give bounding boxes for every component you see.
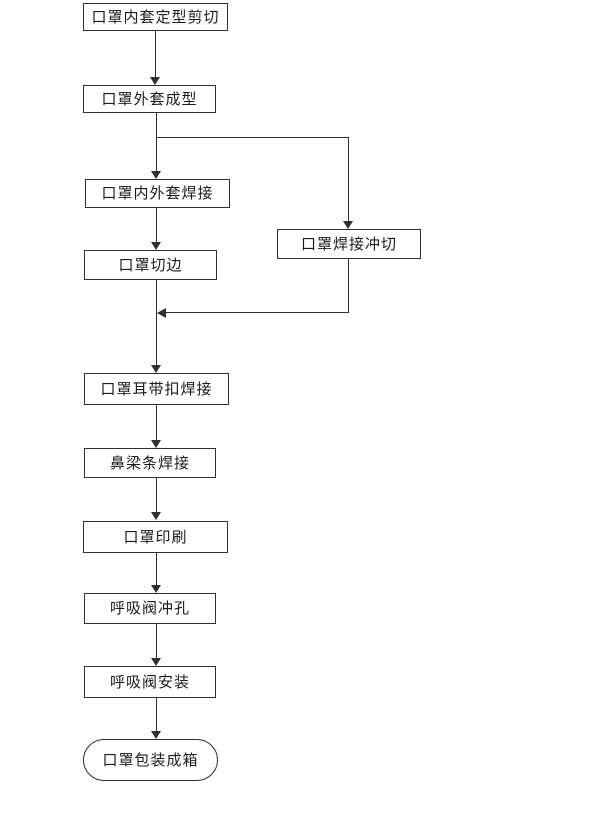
flow-node-mask-printing: 口罩印刷 — [83, 521, 228, 553]
arrowhead-down-icon — [150, 77, 160, 85]
connector-line — [348, 137, 349, 221]
arrowhead-down-icon — [151, 731, 161, 739]
connector-line — [156, 698, 157, 731]
connector-line — [156, 280, 157, 365]
arrowhead-down-icon — [151, 512, 161, 520]
connector-line — [155, 31, 156, 78]
connector-line — [348, 259, 349, 312]
connector-line — [156, 113, 157, 171]
arrowhead-down-icon — [151, 171, 161, 179]
connector-line — [156, 208, 157, 242]
flow-node-mask-edge-trimming: 口罩切边 — [84, 250, 217, 280]
connector-line — [156, 137, 349, 138]
connector-line — [156, 478, 157, 512]
arrowhead-left-icon — [157, 308, 166, 318]
flow-node-valve-installation: 呼吸阀安装 — [84, 666, 216, 698]
flow-node-mask-outer-forming: 口罩外套成型 — [83, 85, 216, 113]
flow-node-nose-bridge-welding: 鼻梁条焊接 — [84, 448, 216, 478]
arrowhead-down-icon — [151, 242, 161, 250]
connector-line — [156, 553, 157, 585]
connector-line — [156, 624, 157, 658]
arrowhead-down-icon — [151, 585, 161, 593]
flow-node-mask-inner-shaping-cutting: 口罩内套定型剪切 — [83, 3, 228, 31]
flow-node-ear-strap-buckle-welding: 口罩耳带扣焊接 — [84, 373, 229, 405]
flow-node-mask-packing-boxing: 口罩包装成箱 — [83, 739, 218, 781]
arrowhead-down-icon — [151, 440, 161, 448]
arrowhead-down-icon — [343, 221, 353, 229]
arrowhead-down-icon — [151, 365, 161, 373]
connector-line — [156, 405, 157, 440]
arrowhead-down-icon — [151, 658, 161, 666]
flow-node-mask-weld-punch-cut: 口罩焊接冲切 — [277, 229, 421, 259]
flow-node-mask-inner-outer-welding: 口罩内外套焊接 — [85, 179, 230, 208]
connector-line — [166, 312, 349, 313]
flow-node-valve-punching: 呼吸阀冲孔 — [84, 593, 216, 624]
